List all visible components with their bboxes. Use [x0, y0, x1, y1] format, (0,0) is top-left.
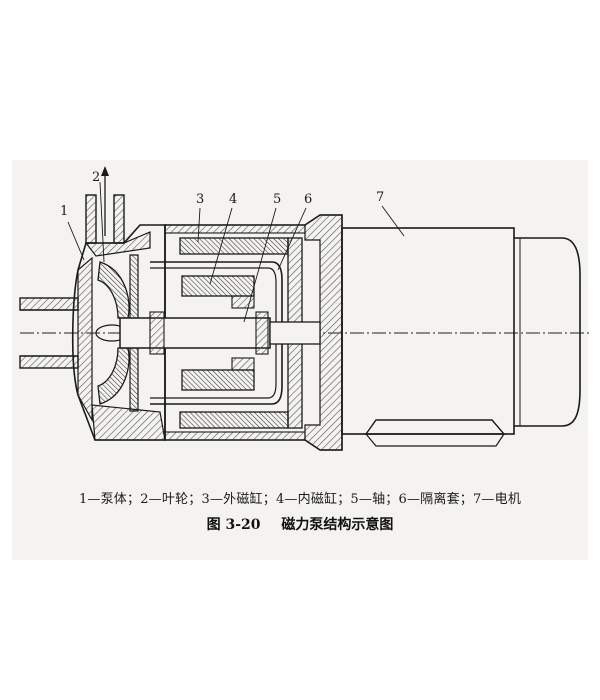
figure-title: 磁力泵结构示意图 — [281, 517, 394, 533]
callout-4: 4 — [229, 192, 238, 207]
motor — [341, 227, 581, 447]
callout-5: 5 — [273, 192, 282, 207]
callout-3: 3 — [196, 192, 205, 207]
parts-legend: 1—泵体；2—叶轮；3—外磁缸；4—内磁缸；5—轴；6—隔离套；7—电机 — [78, 492, 522, 507]
bracket-housing — [164, 214, 343, 451]
leader-lines — [67, 181, 405, 323]
inlet-pipe — [19, 297, 79, 369]
callout-6: 6 — [304, 192, 313, 207]
shaft — [119, 311, 321, 355]
callout-1: 1 — [60, 204, 69, 219]
callout-7: 7 — [376, 190, 385, 205]
pump-body — [71, 224, 166, 441]
figure-number: 图 3-20 — [206, 517, 261, 533]
callout-2: 2 — [92, 170, 101, 185]
inner-magnet-cup — [181, 275, 255, 391]
figure-caption: 图 3-20 磁力泵结构示意图 — [0, 514, 600, 534]
